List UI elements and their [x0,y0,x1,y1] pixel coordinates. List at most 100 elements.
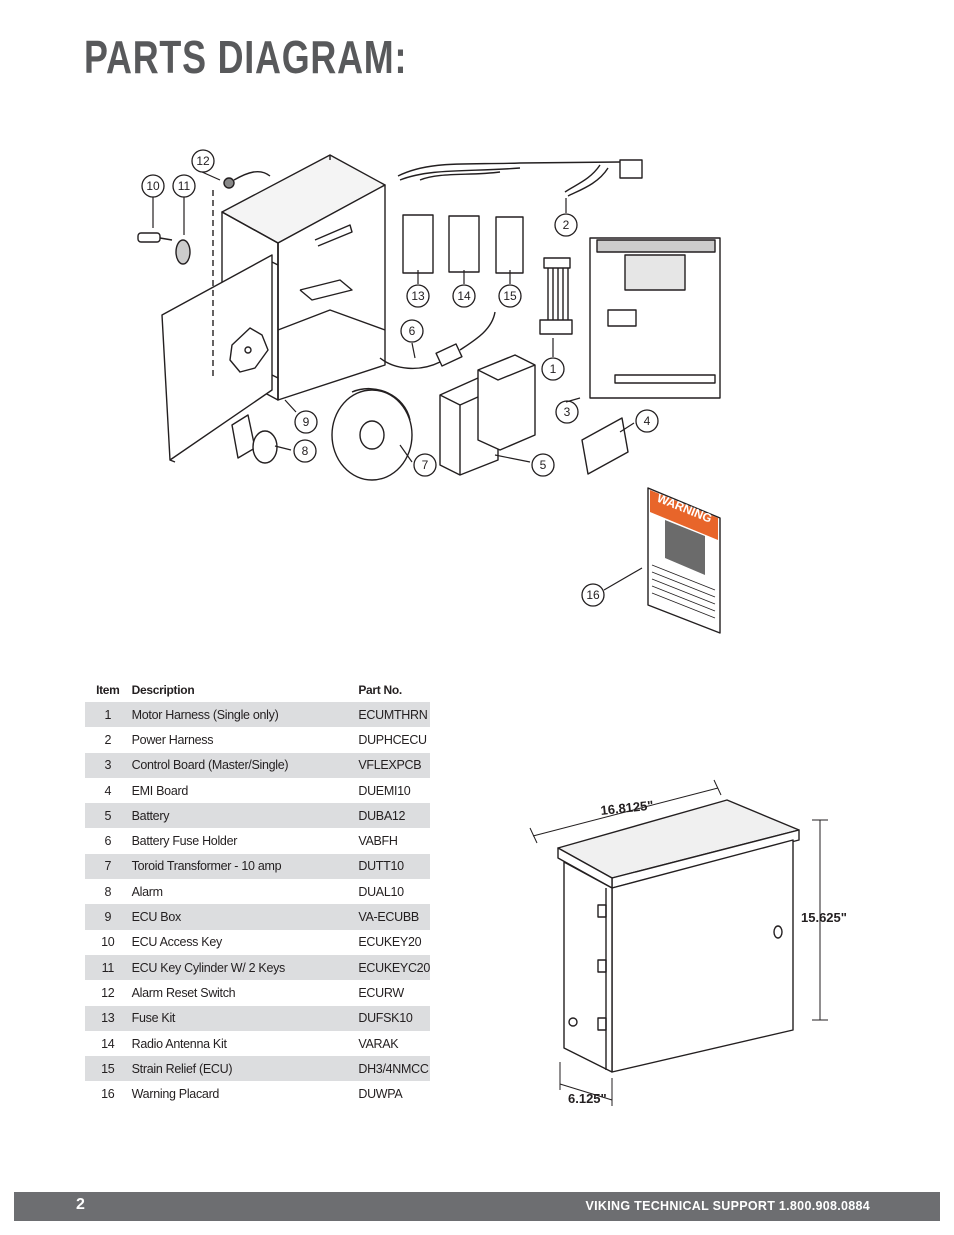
strain-relief-drawing [495,216,524,274]
row-item: 1 [85,702,131,728]
callout-6: 6 [409,324,416,338]
row-part-no: DUTT10 [358,853,430,880]
table-header-row: Item Description Part No. [85,678,430,702]
callout-13: 13 [411,289,425,303]
callout-10: 10 [146,179,160,193]
depth-dimension: 6.125" [568,1091,607,1106]
table-row: 12 Alarm Reset Switch ECURW [85,980,430,1005]
row-description: Power Harness [131,732,214,747]
row-part-no: VABFH [358,834,398,849]
table-row: 10 ECU Access Key ECUKEY20 [85,930,430,955]
row-part-no: DUEMI10 [358,783,411,798]
row-part-no: ECUMTHRN [358,702,430,728]
table-row: 16 Warning Placard DUWPA [85,1081,430,1106]
height-dimension: 15.625" [801,910,847,925]
header-item: Item [96,683,120,697]
row-item: 5 [85,803,131,829]
row-part-no: ECURW [358,985,404,1000]
callout-11: 11 [178,179,191,193]
page-title: PARTS DIAGRAM: [84,31,408,83]
row-part-no: DUPHCECU [358,732,427,747]
callout-2: 2 [563,218,570,232]
row-part-no: DUBA12 [358,803,430,829]
row-description: ECU Access Key [131,935,223,950]
row-item: 3 [85,752,131,778]
row-part-no: VARAK [358,1036,399,1051]
row-item: 6 [104,834,112,849]
callout-14: 14 [457,289,471,303]
row-description: EMI Board [131,783,189,798]
callout-16: 16 [586,588,600,602]
table-row: 8 Alarm DUAL10 [85,879,430,904]
motor-harness-drawing [539,257,573,335]
callout-8: 8 [302,444,309,458]
row-description: Battery Fuse Holder [131,834,238,849]
row-item: 2 [104,732,112,747]
table-row: 2 Power Harness DUPHCECU [85,727,430,752]
footer-bar: 2 VIKING TECHNICAL SUPPORT 1.800.908.088… [14,1192,940,1221]
warning-placard-drawing [647,487,721,634]
ecu-box-drawing [161,154,386,463]
row-item: 9 [85,904,131,930]
row-item: 14 [101,1036,115,1051]
callout-3: 3 [564,405,571,419]
header-description: Description [131,683,195,697]
emi-board-drawing [581,417,629,475]
support-contact: VIKING TECHNICAL SUPPORT 1.800.908.0884 [585,1199,870,1213]
callout-5: 5 [540,458,547,472]
battery-fuse-holder-drawing [379,311,496,370]
row-description: Radio Antenna Kit [131,1036,227,1051]
row-description: Control Board (Master/Single) [130,752,359,778]
reset-switch-drawing [223,170,271,189]
callout-7: 7 [422,458,429,472]
row-part-no: ECUKEY20 [358,935,422,950]
row-item: 10 [101,935,115,950]
control-board-drawing [589,237,721,399]
row-part-no: ECUKEYC20 [358,954,430,981]
row-part-no: DUWPA [358,1087,403,1102]
row-description: Alarm Reset Switch [131,985,236,1000]
callout-9: 9 [303,415,310,429]
key-drawing [137,232,191,265]
header-part-no: Part No. [358,683,402,697]
fuse-kit-drawing [402,214,434,274]
row-item: 7 [85,853,131,880]
row-item: 11 [85,954,131,981]
row-description: Warning Placard [131,1087,220,1102]
table-row: 14 Radio Antenna Kit VARAK [85,1031,430,1056]
callout-1: 1 [550,362,557,376]
row-description: Fuse Kit [130,1005,359,1031]
row-item: 12 [101,985,115,1000]
toroid-transformer-drawing [331,387,413,481]
page-number: 2 [76,1196,85,1213]
alarm-drawing [231,414,278,464]
row-part-no: DUAL10 [358,884,404,899]
row-description: Alarm [131,884,163,899]
callout-4: 4 [644,414,651,428]
row-description: Motor Harness (Single only) [130,702,359,728]
row-description: ECU Box [130,904,359,930]
row-item: 8 [104,884,112,899]
row-part-no: VFLEXPCB [358,752,430,778]
row-part-no: DUFSK10 [358,1005,430,1031]
callout-12: 12 [196,154,210,168]
battery-drawing [439,354,536,476]
row-description: ECU Key Cylinder W/ 2 Keys [130,954,359,981]
callout-labels [141,149,659,607]
row-item: 16 [101,1087,115,1102]
row-item: 13 [85,1005,131,1031]
width-dimension: 16.8125" [600,798,654,818]
antenna-kit-drawing [448,215,480,273]
callout-15: 15 [503,289,517,303]
